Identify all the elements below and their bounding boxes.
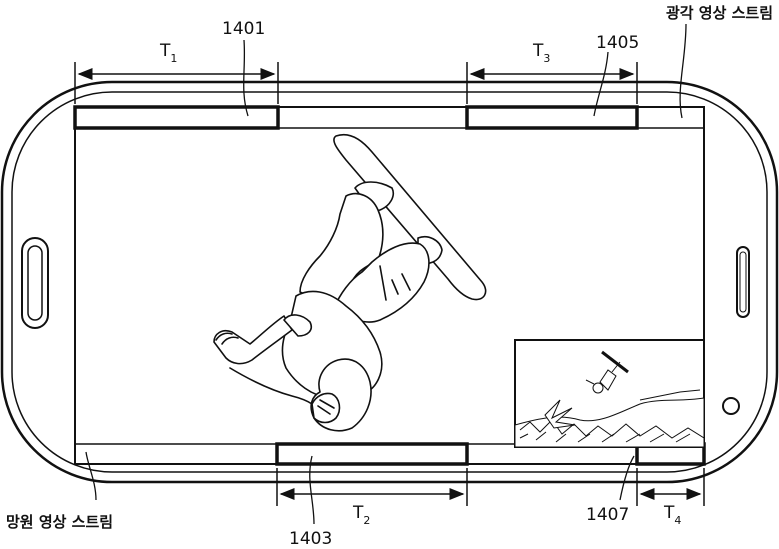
segment-1401 bbox=[75, 107, 278, 128]
interval-t4-main: T bbox=[663, 503, 675, 523]
interval-t4: T4 bbox=[663, 503, 681, 527]
interval-t1-main: T bbox=[159, 41, 171, 61]
ref-1407: 1407 bbox=[586, 505, 629, 525]
interval-t3-sub: 3 bbox=[543, 52, 550, 65]
segment-1405 bbox=[467, 107, 637, 128]
ref-1401: 1401 bbox=[222, 19, 265, 39]
tele-stream-label: 망원 영상 스트림 bbox=[6, 513, 113, 531]
interval-t2-main: T bbox=[352, 503, 364, 523]
interval-t1: T1 bbox=[159, 41, 177, 65]
inset-preview bbox=[515, 340, 704, 447]
interval-t4-sub: 4 bbox=[674, 514, 681, 527]
segment-1403 bbox=[277, 444, 467, 464]
ref-1403: 1403 bbox=[289, 529, 332, 549]
ref-1405: 1405 bbox=[596, 33, 639, 53]
interval-t2-sub: 2 bbox=[363, 514, 370, 527]
home-button bbox=[22, 238, 48, 328]
wide-stream-label: 광각 영상 스트림 bbox=[666, 4, 773, 22]
interval-t1-sub: 1 bbox=[170, 52, 177, 65]
interval-t3: T3 bbox=[532, 41, 550, 65]
interval-t2: T2 bbox=[352, 503, 370, 527]
speaker-slot bbox=[737, 247, 749, 317]
interval-t3-main: T bbox=[532, 41, 544, 61]
front-camera bbox=[723, 398, 739, 414]
snowboarder-illustration bbox=[214, 135, 486, 431]
